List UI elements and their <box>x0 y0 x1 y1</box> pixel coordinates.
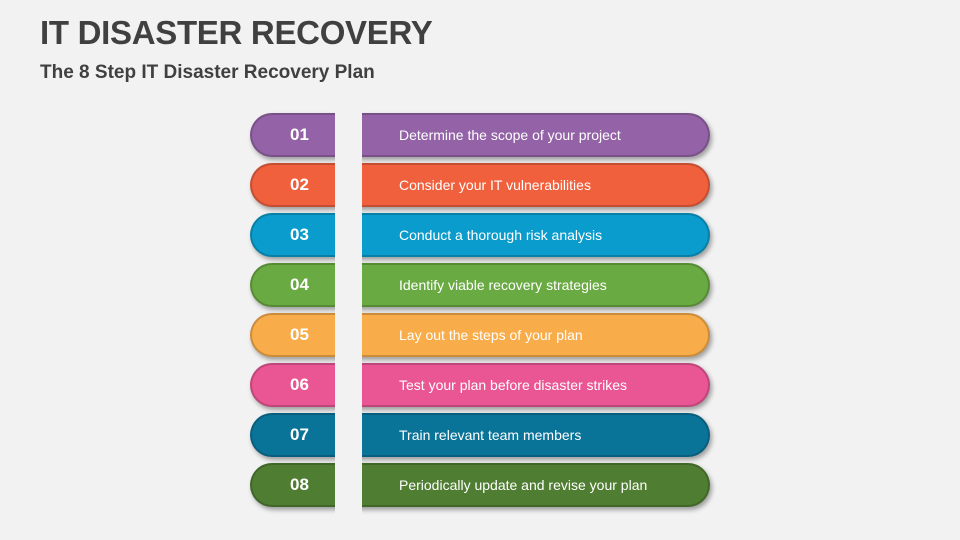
page-title: IT DISASTER RECOVERY <box>40 14 433 51</box>
step-number: 03 <box>290 225 309 244</box>
step-row-01: 01 Determine the scope of your project <box>250 113 710 157</box>
step-row-05: 05 Lay out the steps of your plan <box>250 313 710 357</box>
step-number: 04 <box>290 275 309 294</box>
step-number: 05 <box>290 325 309 344</box>
step-label: Periodically update and revise your plan <box>399 477 648 493</box>
page-subtitle: The 8 Step IT Disaster Recovery Plan <box>40 62 375 83</box>
step-row-04: 04 Identify viable recovery strategies <box>250 263 710 307</box>
step-row-02: 02 Consider your IT vulnerabilities <box>250 163 710 207</box>
step-number: 07 <box>290 425 309 444</box>
step-label: Identify viable recovery strategies <box>399 277 607 293</box>
step-row-03: 03 Conduct a thorough risk analysis <box>250 213 710 257</box>
step-label: Consider your IT vulnerabilities <box>399 177 591 193</box>
step-number: 06 <box>290 375 309 394</box>
step-label: Train relevant team members <box>399 427 582 443</box>
step-number: 08 <box>290 475 309 494</box>
step-number: 01 <box>290 125 309 144</box>
step-label: Test your plan before disaster strikes <box>399 377 627 393</box>
step-number: 02 <box>290 175 309 194</box>
step-label: Determine the scope of your project <box>399 127 621 143</box>
vertical-divider-gap <box>335 105 362 525</box>
step-row-08: 08 Periodically update and revise your p… <box>250 463 710 507</box>
step-row-06: 06 Test your plan before disaster strike… <box>250 363 710 407</box>
step-label: Lay out the steps of your plan <box>399 327 583 343</box>
step-label: Conduct a thorough risk analysis <box>399 227 603 243</box>
step-row-07: 07 Train relevant team members <box>250 413 710 457</box>
